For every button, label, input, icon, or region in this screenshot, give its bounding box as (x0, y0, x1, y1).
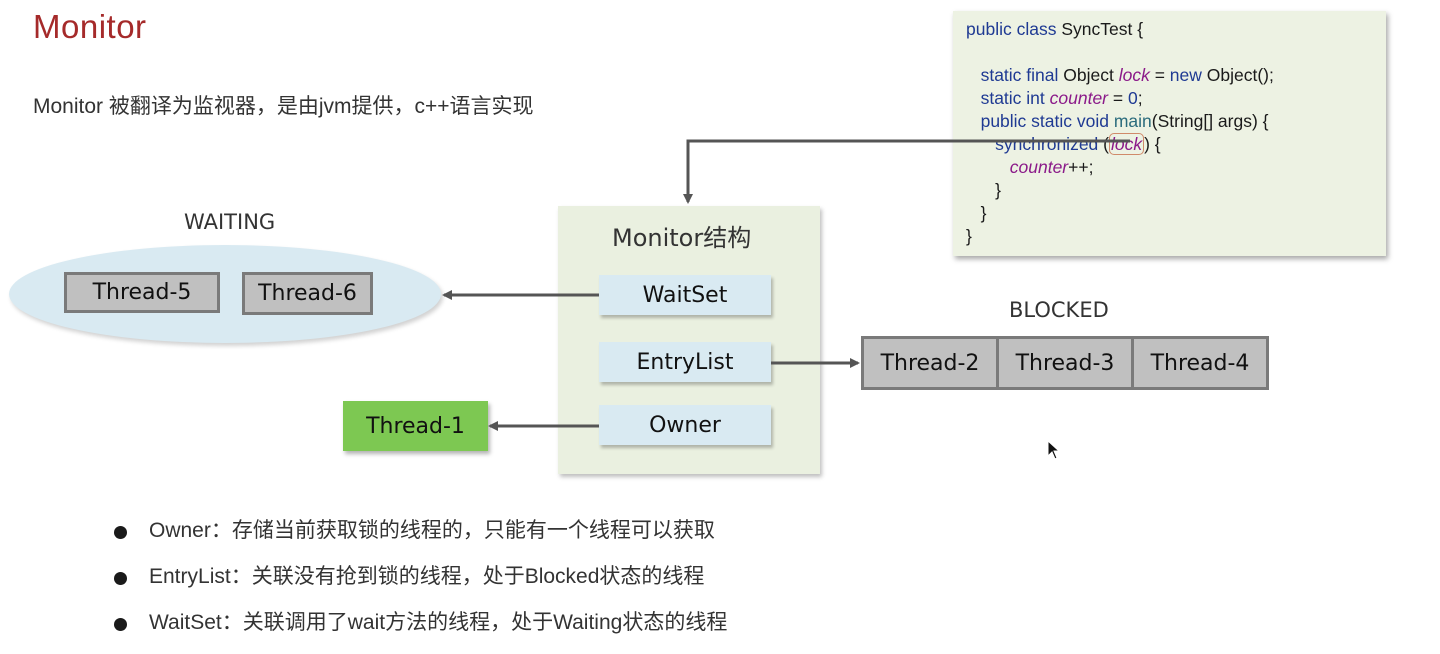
bullet-dot-icon (114, 618, 127, 631)
code-line: } (966, 179, 1386, 202)
code-token: } (966, 180, 1002, 200)
code-line: static int counter = 0; (966, 87, 1386, 110)
owner-slot: Owner (599, 405, 771, 445)
blocked-label: BLOCKED (1009, 298, 1109, 322)
page-title: Monitor (33, 8, 147, 45)
monitor-title: Monitor结构 (612, 224, 752, 252)
code-token: (String[] args) { (1151, 111, 1269, 131)
waiting-label: WAITING (184, 210, 276, 234)
code-line: } (966, 225, 1386, 248)
code-token: ) { (1144, 134, 1161, 154)
code-token: main (1113, 111, 1152, 131)
bullet-dot-icon (114, 572, 127, 585)
code-token (966, 157, 1010, 177)
code-token: public static void (966, 111, 1114, 131)
code-token: static int (966, 88, 1050, 108)
code-token: = (1108, 88, 1128, 108)
code-token: ; (1137, 88, 1143, 108)
code-token: ++; (1068, 157, 1094, 177)
waitset-slot: WaitSet (599, 275, 771, 315)
code-line: public static void main(String[] args) { (966, 110, 1386, 133)
bullet-text: EntryList：关联没有抢到锁的线程，处于Blocked状态的线程 (149, 565, 705, 588)
bullet-dot-icon (114, 526, 127, 539)
bullet-list: Owner：存储当前获取锁的线程的，只能有一个线程可以获取 EntryList：… (112, 516, 727, 654)
code-line: synchronized (lock) { (966, 133, 1386, 156)
code-line: public class SyncTest { (966, 18, 1386, 41)
bullet-item: Owner：存储当前获取锁的线程的，只能有一个线程可以获取 (112, 516, 727, 562)
code-token: new (1169, 65, 1207, 85)
code-token: static final (966, 65, 1064, 85)
thread-box-waiting: Thread-6 (242, 272, 373, 315)
code-token: synchronized (966, 134, 1104, 154)
code-token: SyncTest { (1061, 19, 1144, 39)
bullet-item: EntryList：关联没有抢到锁的线程，处于Blocked状态的线程 (112, 562, 727, 608)
code-token: counter (1049, 88, 1109, 108)
thread-box-blocked: Thread-2 (864, 339, 996, 387)
thread-box-blocked: Thread-4 (1134, 339, 1266, 387)
bullet-text: Owner：存储当前获取锁的线程的，只能有一个线程可以获取 (149, 519, 715, 542)
code-line (966, 41, 1386, 64)
subtitle: Monitor 被翻译为监视器，是由jvm提供，c++语言实现 (33, 95, 534, 118)
bullet-item: WaitSet：关联调用了wait方法的线程，处于Waiting状态的线程 (112, 608, 727, 654)
code-token: Object (1063, 65, 1119, 85)
mouse-cursor-icon (1047, 440, 1061, 460)
code-token: 0 (1127, 88, 1138, 108)
entrylist-slot: EntryList (599, 342, 771, 382)
code-token: } (966, 203, 987, 223)
thread-box-waiting: Thread-5 (64, 272, 220, 313)
code-line: } (966, 202, 1386, 225)
code-token: } (966, 226, 972, 246)
owner-thread-box: Thread-1 (343, 401, 488, 451)
bullet-text: WaitSet：关联调用了wait方法的线程，处于Waiting状态的线程 (149, 611, 728, 634)
lock-highlight: lock (1108, 133, 1145, 155)
code-token: Object(); (1206, 65, 1274, 85)
code-token: counter (1009, 157, 1069, 177)
code-panel: public class SyncTest { static final Obj… (953, 11, 1386, 256)
code-token: = (1149, 65, 1170, 85)
blocked-queue: Thread-2 Thread-3 Thread-4 (861, 336, 1269, 390)
code-token: public class (966, 19, 1062, 39)
code-line: static final Object lock = new Object(); (966, 64, 1386, 87)
code-token: lock (1118, 65, 1150, 85)
code-line: counter++; (966, 156, 1386, 179)
thread-box-blocked: Thread-3 (999, 339, 1131, 387)
